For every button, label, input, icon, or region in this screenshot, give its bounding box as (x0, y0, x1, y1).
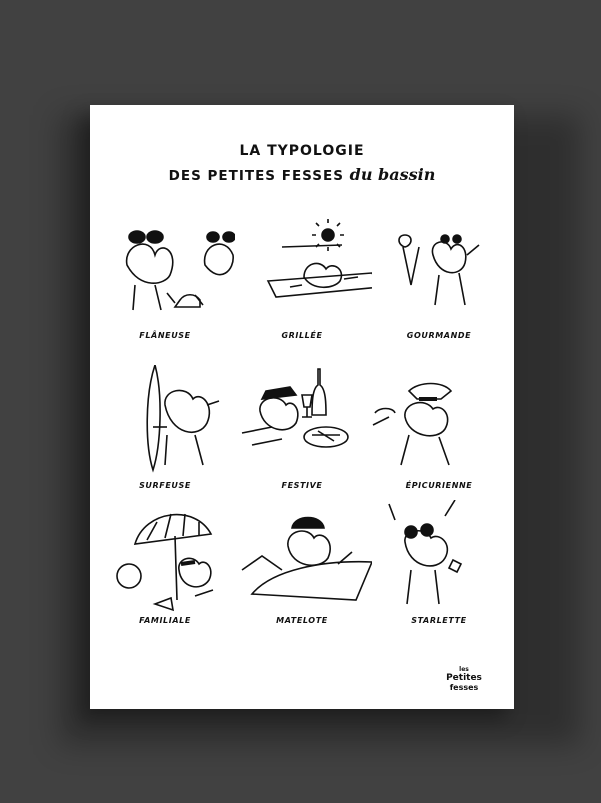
poster-title-line2: DES PETITES FESSES du bassin (90, 165, 514, 184)
matelote-illustration (241, 516, 372, 601)
cell-gourmande: GOURMANDE (369, 215, 509, 365)
cell-label-festive: FESTIVE (281, 481, 323, 490)
logo-line1: les (459, 666, 469, 673)
cell-label-grillee: GRILLÉE (281, 331, 323, 340)
cell-label-familiale: FAMILIALE (139, 616, 191, 625)
cell-label-flaneuse: FLÂNEUSE (139, 331, 191, 340)
starlette-illustration (388, 500, 463, 605)
cell-epicurienne: ÉPICURIENNE (369, 365, 509, 515)
logo-line2: Petites (446, 673, 482, 683)
festive-illustration (241, 368, 349, 448)
poster-title-script: du bassin (349, 165, 436, 184)
cell-label-epicurienne: ÉPICURIENNE (405, 481, 473, 490)
grillee-illustration (266, 219, 372, 298)
cell-festive: FESTIVE (232, 365, 372, 515)
cell-familiale: FAMILIALE (95, 500, 235, 650)
surfeuse-illustration (146, 365, 220, 473)
brand-logo: les Petites fesses (442, 665, 486, 692)
cell-label-surfeuse: SURFEUSE (139, 481, 191, 490)
cell-surfeuse: SURFEUSE (95, 365, 235, 515)
familiale-illustration (116, 513, 214, 612)
cell-label-matelote: MATELOTE (276, 616, 328, 625)
poster: LA TYPOLOGIE DES PETITES FESSES du bassi… (90, 105, 514, 709)
cell-grillee: GRILLÉE (232, 215, 372, 365)
cell-matelote: MATELOTE (232, 500, 372, 650)
logo-line3: fesses (449, 683, 479, 692)
poster-title-line1: LA TYPOLOGIE (239, 143, 365, 159)
gourmande-illustration (398, 234, 480, 306)
cell-label-starlette: STARLETTE (411, 616, 467, 625)
cell-starlette: STARLETTE (369, 500, 509, 650)
flaneuse-illustration (125, 230, 235, 311)
cell-flaneuse: FLÂNEUSE (95, 215, 235, 365)
cell-label-gourmande: GOURMANDE (406, 331, 472, 340)
poster-title-main: DES PETITES FESSES (168, 168, 344, 184)
epicurienne-illustration (372, 382, 453, 466)
